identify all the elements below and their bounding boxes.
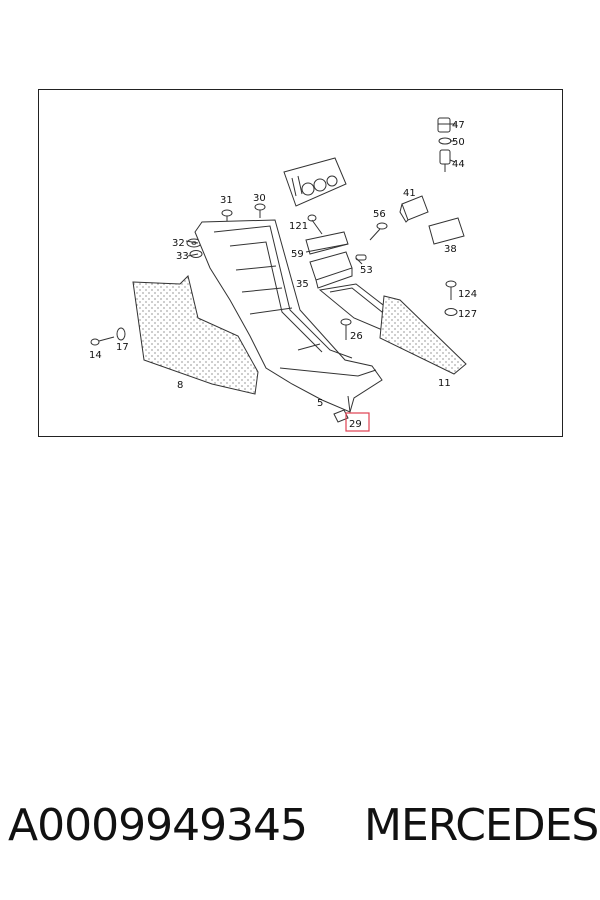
washer-32: [186, 238, 202, 248]
callout-35: 35: [296, 279, 309, 290]
screw-14: [90, 336, 115, 346]
screw-26: [340, 318, 352, 340]
instrument-panel-part: [283, 157, 347, 207]
callout-29: 29: [349, 419, 362, 430]
callout-47: 47: [452, 120, 465, 131]
screw-30: [254, 203, 266, 218]
part-number: A0009949345: [8, 800, 308, 851]
part-35: [309, 251, 353, 289]
callout-11: 11: [438, 378, 451, 389]
highlighted-callout-29[interactable]: 29: [345, 412, 370, 432]
callout-8: 8: [177, 380, 183, 391]
callout-32: 32: [172, 238, 185, 249]
callout-5: 5: [317, 398, 323, 409]
callout-59: 59: [291, 249, 304, 260]
screw-124: [445, 280, 457, 300]
screw-56: [369, 222, 388, 241]
callout-127: 127: [458, 309, 477, 320]
brand-name: MERCEDES: [364, 800, 599, 851]
washer-17: [116, 327, 126, 341]
callout-56: 56: [373, 209, 386, 220]
callout-124: 124: [458, 289, 477, 300]
mat-11: [379, 295, 467, 375]
callout-38: 38: [444, 244, 457, 255]
center-console-5: [194, 219, 383, 413]
washer-127: [444, 308, 458, 316]
part-38: [428, 217, 465, 245]
callout-41: 41: [403, 188, 416, 199]
caption: A0009949345 MERCEDES: [8, 800, 599, 870]
part-47: [437, 117, 451, 133]
part-53: [355, 254, 367, 261]
side-panel-8: [132, 275, 259, 395]
callout-121: 121: [289, 221, 308, 232]
leader-lines: [185, 123, 456, 265]
callout-26: 26: [350, 331, 363, 342]
callout-31: 31: [220, 195, 233, 206]
part-44: [439, 149, 451, 172]
callout-44: 44: [452, 159, 465, 170]
callout-14: 14: [89, 350, 102, 361]
part-50: [438, 137, 452, 145]
callout-17: 17: [116, 342, 129, 353]
part-41: [399, 195, 429, 223]
callout-50: 50: [452, 137, 465, 148]
clip-29: [333, 409, 349, 423]
callout-33: 33: [176, 251, 189, 262]
callout-53: 53: [360, 265, 373, 276]
callout-30: 30: [253, 193, 266, 204]
screw-121: [307, 214, 323, 235]
